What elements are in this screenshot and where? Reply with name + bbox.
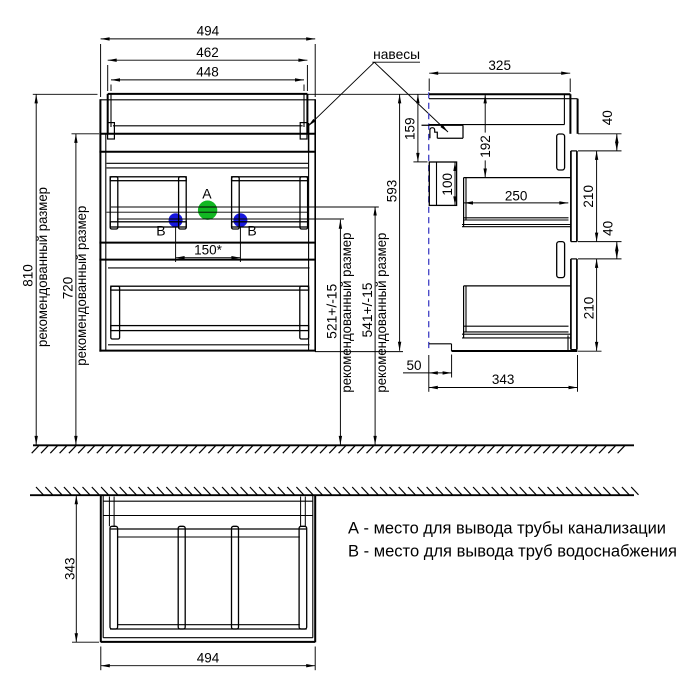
svg-text:рекомендованный размер: рекомендованный размер — [35, 187, 50, 347]
svg-text:А - место для вывода трубы кан: А - место для вывода трубы канализации — [348, 519, 666, 538]
svg-text:494: 494 — [197, 24, 220, 39]
svg-text:А: А — [202, 186, 212, 202]
svg-text:100: 100 — [440, 173, 455, 196]
svg-text:150*: 150* — [194, 242, 223, 257]
svg-text:рекомендованный размер: рекомендованный размер — [374, 233, 389, 393]
svg-text:448: 448 — [196, 65, 219, 80]
svg-text:В: В — [247, 222, 256, 238]
svg-text:рекомендованный размер: рекомендованный размер — [74, 206, 89, 366]
svg-text:В: В — [156, 222, 165, 238]
svg-text:343: 343 — [63, 557, 78, 580]
svg-text:210: 210 — [581, 185, 596, 208]
svg-text:159: 159 — [402, 117, 417, 140]
svg-text:720: 720 — [60, 277, 75, 300]
svg-text:541+/-15: 541+/-15 — [360, 283, 375, 338]
svg-text:рекомендованный размер: рекомендованный размер — [339, 233, 354, 393]
svg-text:593: 593 — [385, 180, 400, 203]
svg-text:250: 250 — [505, 189, 528, 204]
svg-text:343: 343 — [492, 372, 515, 387]
svg-text:В - место для вывода труб водо: В - место для вывода труб водоснабжения — [348, 542, 677, 561]
svg-text:210: 210 — [582, 297, 597, 320]
svg-text:494: 494 — [197, 650, 220, 665]
svg-text:192: 192 — [478, 135, 493, 158]
svg-text:40: 40 — [600, 110, 615, 125]
svg-text:810: 810 — [21, 264, 36, 287]
svg-text:навесы: навесы — [373, 47, 420, 62]
svg-text:50: 50 — [406, 358, 421, 373]
svg-text:462: 462 — [196, 45, 219, 60]
svg-text:40: 40 — [600, 221, 615, 236]
svg-text:521+/-15: 521+/-15 — [325, 284, 340, 339]
svg-text:325: 325 — [488, 58, 511, 73]
